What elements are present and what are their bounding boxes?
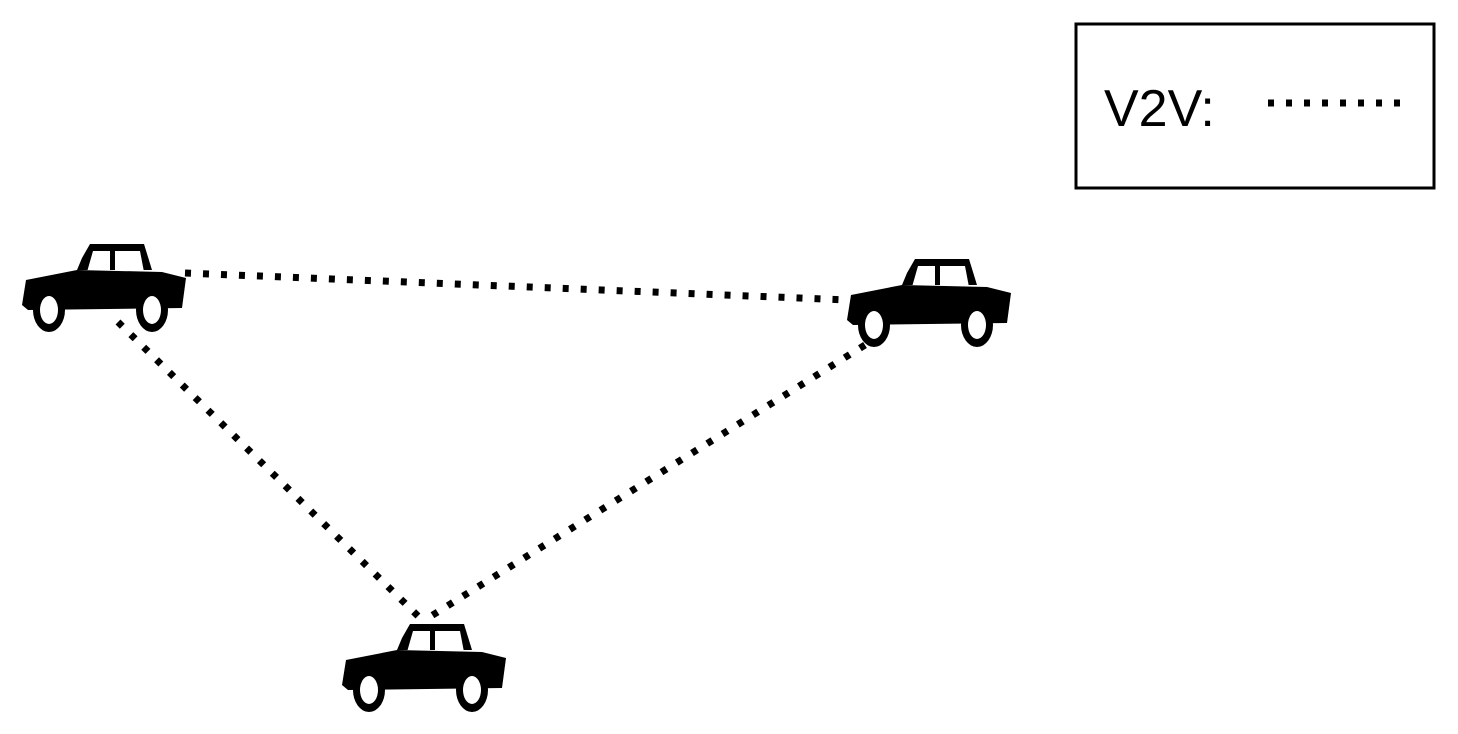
car-icon [342,624,506,712]
v2v-link-left-bottom [115,319,423,621]
v2v-link-left-right [184,269,849,304]
legend-box: V2V: [1074,22,1436,190]
v2v-links [115,269,867,621]
legend-label: V2V: [1104,80,1215,138]
car-icon [22,244,186,332]
car-icon [847,259,1011,347]
v2v-link-right-bottom [426,342,867,621]
